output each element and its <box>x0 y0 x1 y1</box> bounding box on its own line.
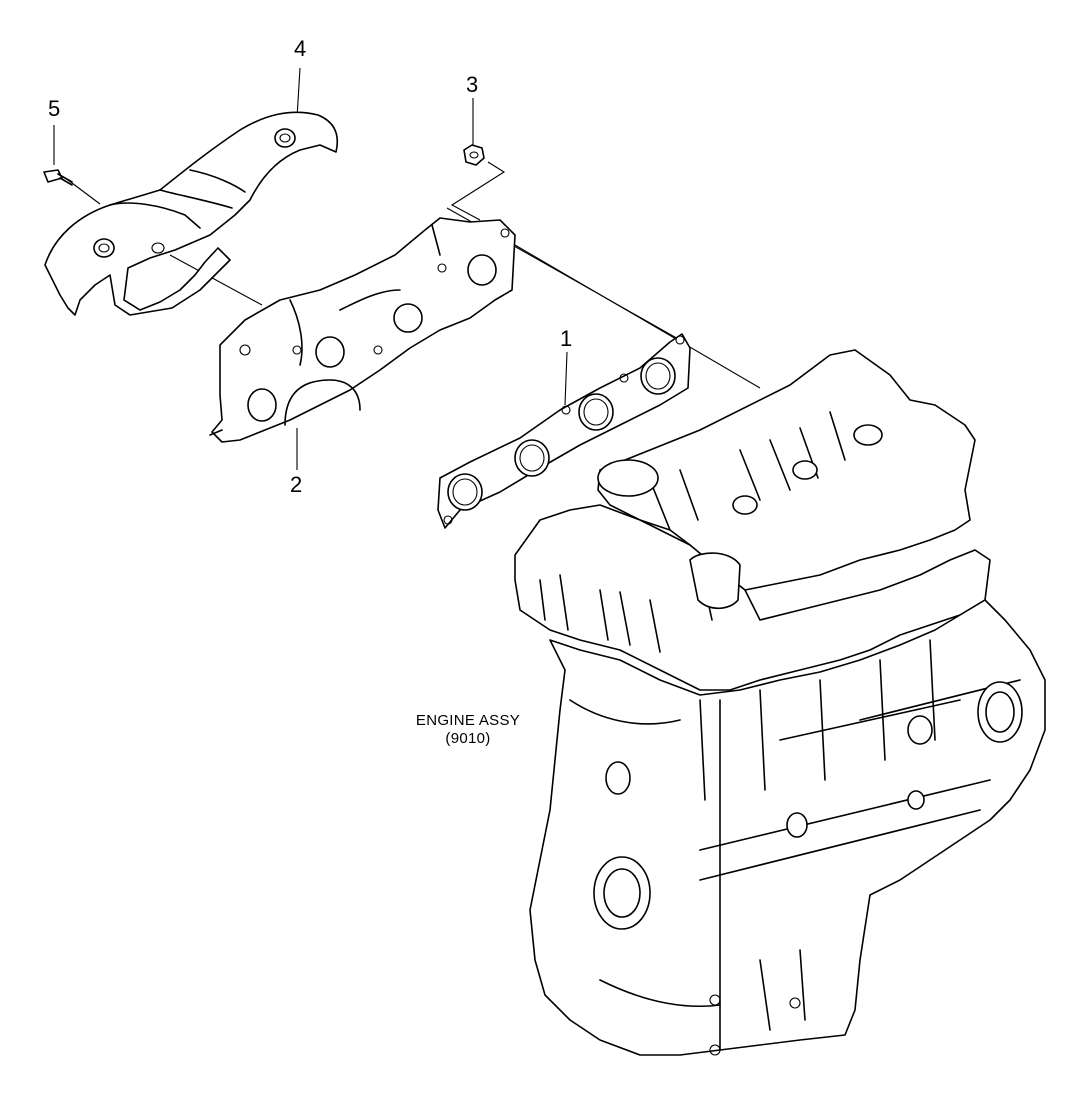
part-3-nut <box>463 144 485 166</box>
callout-1-label: 1 <box>560 326 573 351</box>
part-1-gasket <box>437 333 691 529</box>
part-2-exhaust-manifold <box>209 217 516 443</box>
engine-assy-label: ENGINE ASSY (9010) <box>398 712 538 748</box>
callout-2-label: 2 <box>290 472 303 497</box>
engine-assy-name: ENGINE ASSY <box>415 712 521 729</box>
engine-assy-code: (9010) <box>445 730 491 747</box>
callout-4-label: 4 <box>294 36 307 61</box>
engine-assembly <box>514 349 1046 1056</box>
callout-3-label: 3 <box>466 72 479 97</box>
part-4-heat-shield <box>44 111 339 316</box>
callout-5-label: 5 <box>48 96 61 121</box>
part-5-bolt <box>43 169 73 186</box>
